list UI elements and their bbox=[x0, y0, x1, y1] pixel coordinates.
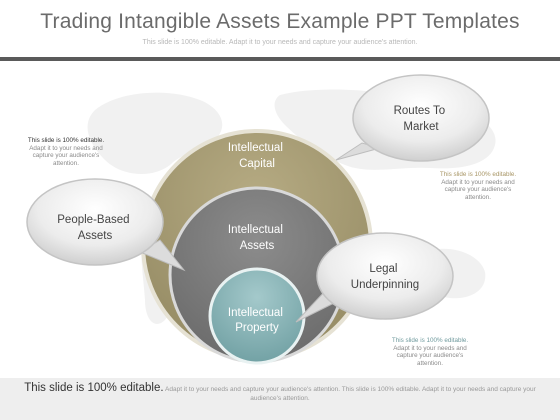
side-note-right-bottom-line: capture your audience's bbox=[396, 352, 464, 359]
side-note-right-bottom: This slide is 100% editable. Adapt it to… bbox=[382, 337, 478, 367]
intellectual-property-label: Intellectual Property bbox=[228, 307, 286, 334]
footer-bar: This slide is 100% editable. Adapt it to… bbox=[0, 378, 560, 420]
side-note-left-line: capture your audience's bbox=[32, 152, 100, 159]
legal-underpinning-callout: Legal Underpinning bbox=[295, 232, 454, 323]
side-note-right-bottom-line: attention. bbox=[417, 359, 443, 367]
footer-text: This slide is 100% editable. Adapt it to… bbox=[12, 382, 548, 403]
side-note-left-lead: This slide is 100% editable. bbox=[27, 137, 105, 144]
page-subtitle: This slide is 100% editable. Adapt it to… bbox=[142, 39, 418, 46]
intellectual-capital-label: Intellectual Capital bbox=[228, 142, 286, 170]
side-note-right-top-line: Adapt it to your needs and bbox=[441, 178, 515, 186]
title-divider bbox=[0, 57, 560, 61]
side-note-left: This slide is 100% editable. Adapt it to… bbox=[18, 137, 114, 167]
side-note-right-top-line: attention. bbox=[465, 193, 491, 201]
svg-text:Legal Underpinning: Legal Underpinning bbox=[351, 263, 419, 291]
routes-to-market-callout: Routes To Market bbox=[335, 74, 490, 162]
side-note-left-line: attention. bbox=[53, 159, 79, 167]
nested-circles-diagram: Intellectual Capital Intellectual Assets… bbox=[26, 74, 496, 365]
footer-rest: Adapt it to your needs and capture your … bbox=[165, 386, 536, 402]
side-note-right-top-line: capture your audience's bbox=[444, 186, 512, 193]
svg-text:People-Based Assets: People-Based Assets bbox=[57, 214, 132, 242]
people-based-assets-callout: People-Based Assets bbox=[26, 178, 186, 272]
side-note-right-bottom-line: Adapt it to your needs and bbox=[393, 344, 467, 352]
intellectual-assets-label: Intellectual Assets bbox=[228, 224, 286, 252]
svg-text:Routes To Market: Routes To Market bbox=[394, 105, 449, 133]
side-note-right-bottom-lead: This slide is 100% editable. bbox=[391, 337, 469, 344]
side-note-right-top-lead: This slide is 100% editable. bbox=[439, 171, 517, 178]
side-note-left-line: Adapt it to your needs and bbox=[29, 144, 103, 152]
footer-lead: This slide is 100% editable. bbox=[24, 382, 164, 394]
page-title: Trading Intangible Assets Example PPT Te… bbox=[40, 10, 520, 33]
side-note-right-top: This slide is 100% editable. Adapt it to… bbox=[430, 171, 526, 201]
